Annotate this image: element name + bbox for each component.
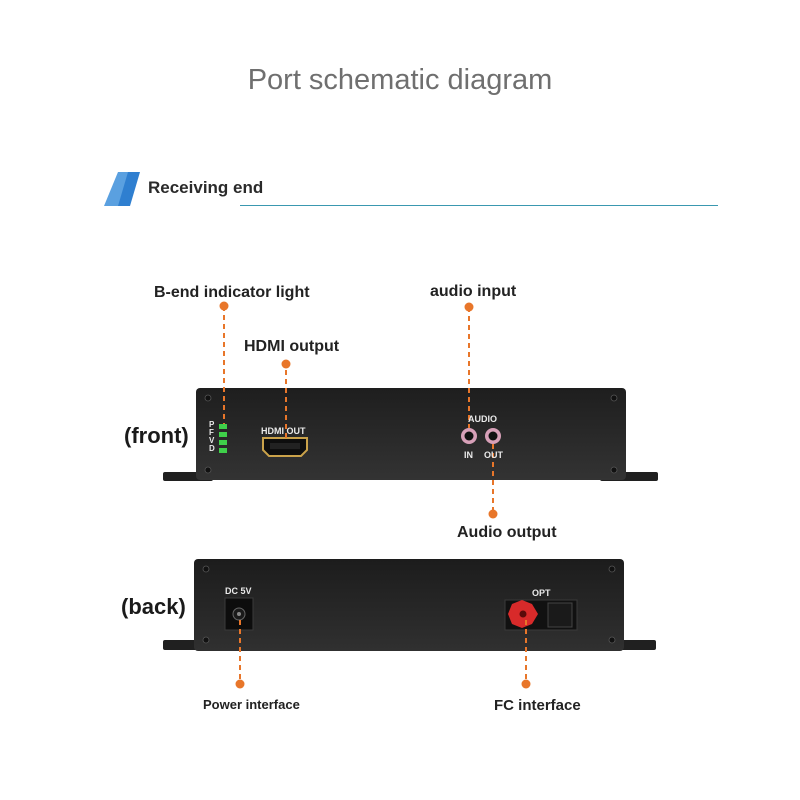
audio-in-label: IN	[464, 450, 473, 460]
opt-port-label: OPT	[532, 588, 551, 598]
callout-lines	[223, 306, 527, 683]
power-callout-label: Power interface	[203, 697, 300, 712]
audio-output-callout-label: Audio output	[457, 524, 557, 541]
audio-port-label: AUDIO	[468, 414, 497, 424]
front-device	[163, 388, 658, 481]
front-panel	[196, 388, 626, 480]
hdmi-port-label: HDMI OUT	[261, 426, 306, 436]
hdmi-output-callout-label: HDMI output	[244, 338, 340, 355]
front-view-label: (front)	[124, 423, 189, 448]
back-device	[163, 559, 656, 651]
power-port-label: DC 5V	[225, 586, 252, 596]
indicator-leds	[219, 424, 227, 453]
led-letters: P F V D	[209, 420, 215, 453]
audio-out-label: OUT	[484, 450, 503, 460]
section-divider	[240, 205, 718, 206]
indicator-callout-label: B-end indicator light	[154, 284, 310, 301]
front-screw-icon	[204, 394, 618, 474]
page-title: Port schematic diagram	[247, 64, 553, 96]
back-view-label: (back)	[121, 594, 186, 619]
audio-out-jack-icon	[485, 428, 501, 444]
callout-dots	[219, 301, 531, 689]
section-marker-icon	[104, 172, 140, 206]
hdmi-port-icon	[262, 437, 308, 457]
dc-jack-icon	[224, 597, 254, 631]
back-screw-icon	[202, 565, 616, 644]
fc-callout-label: FC interface	[494, 697, 581, 714]
audio-in-jack-icon	[461, 428, 477, 444]
fc-port-icon	[504, 599, 578, 631]
section-label: Receiving end	[148, 178, 264, 197]
audio-input-callout-label: audio input	[430, 283, 517, 300]
